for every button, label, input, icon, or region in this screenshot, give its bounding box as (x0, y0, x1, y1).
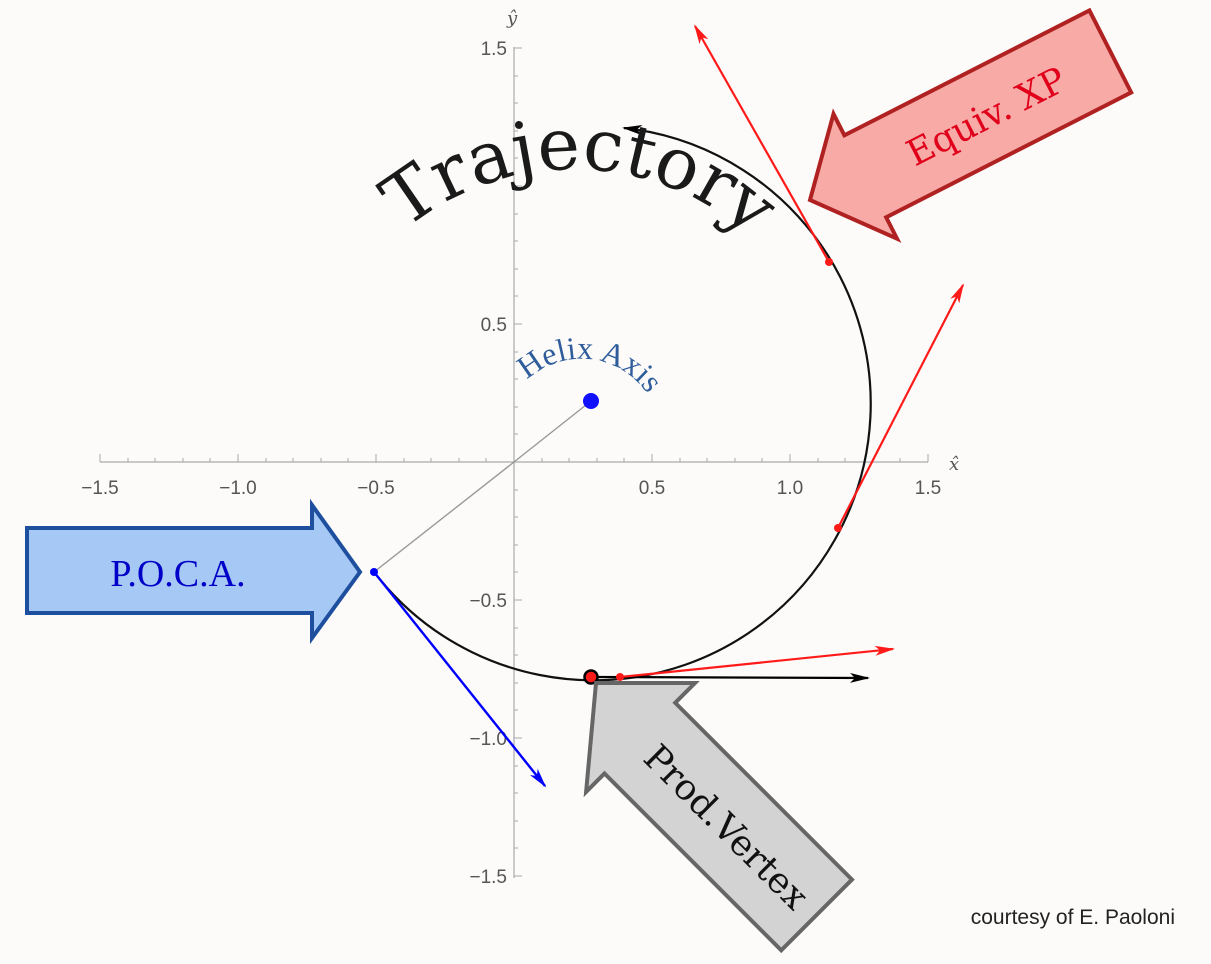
trajectory-arc (373, 125, 872, 682)
poca-momentum-arrow (373, 571, 547, 788)
x-ticks (99, 454, 929, 462)
y-tick-label: 1.5 (481, 39, 507, 60)
poca-point (370, 568, 378, 576)
y-axis-label: ŷ (506, 8, 518, 29)
origin-to-poca-line (373, 461, 515, 573)
x-tick-label: 1.0 (777, 478, 803, 499)
equiv-xp-point (825, 258, 833, 266)
equiv-xp-momentum-arrow (694, 24, 830, 263)
prod-vertex-red-point (616, 673, 624, 681)
y-tick-label: 0.5 (481, 315, 507, 336)
credit-text: courtesy of E. Paoloni (970, 906, 1175, 929)
equiv-xp-callout: Equiv. XP (807, 7, 1134, 243)
y-ticks (514, 47, 522, 877)
y-tick-label: −1.0 (469, 729, 507, 750)
x-tick-label: −1.0 (219, 478, 257, 499)
prod-vertex-arrow-shape (583, 681, 855, 954)
y-tick-label: −1.5 (469, 867, 507, 888)
x-tick-label: 0.5 (639, 478, 665, 499)
prod-vertex-point (583, 669, 599, 685)
y-tick-label: −0.5 (469, 591, 507, 612)
poca-callout: P.O.C.A. (25, 498, 363, 645)
x-tick-label: 1.5 (915, 478, 941, 499)
helix-axis-point (583, 393, 599, 409)
equiv-xp-arrow-shape (807, 7, 1134, 243)
x-tick-label: −1.5 (81, 478, 119, 499)
axes: −1.5 −1.0 −0.5 0.5 1.0 1.5 1.5 0.5 −0.5 … (81, 8, 959, 888)
trajectory-label: Trajectory (366, 101, 793, 250)
mid-momentum-arrow (837, 283, 964, 529)
poca-label: P.O.C.A. (110, 553, 245, 595)
poca-arrow-shape (25, 498, 363, 645)
x-axis-label: x̂ (949, 454, 959, 475)
x-tick-label: −0.5 (357, 478, 395, 499)
helix-axis-label: Helix Axis (510, 330, 670, 399)
prod-vertex-momentum-arrow (590, 672, 870, 683)
origin-to-helix-axis-line (513, 400, 592, 463)
prod-vertex-red-momentum-arrow (619, 645, 895, 679)
mid-point (834, 524, 842, 532)
